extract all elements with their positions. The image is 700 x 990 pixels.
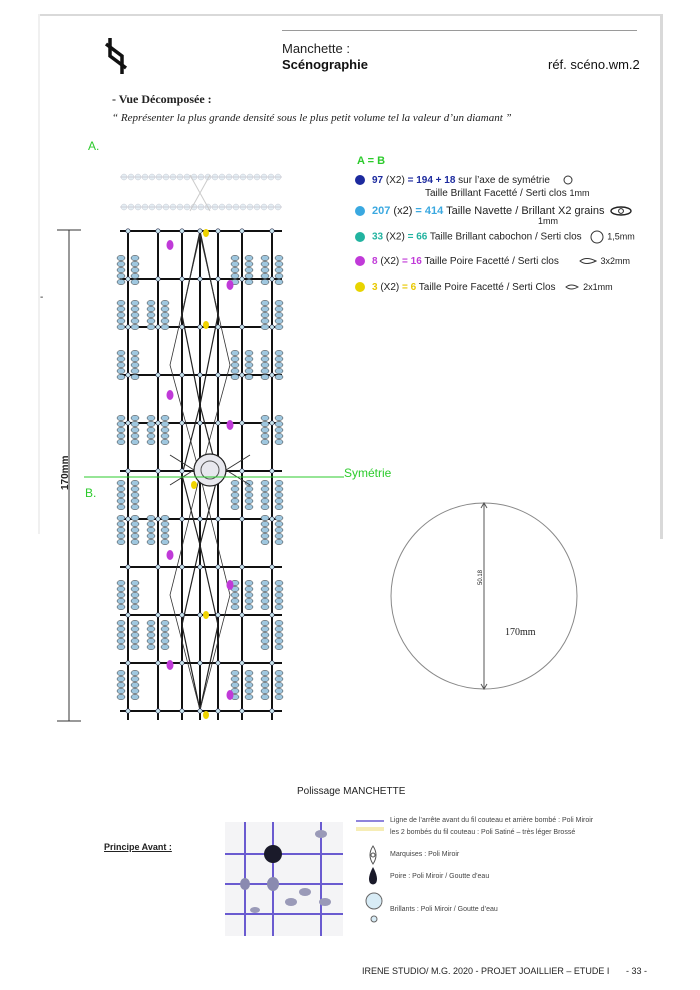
round-gem-icon — [563, 175, 573, 185]
header-rule — [282, 30, 637, 31]
teal-dot-icon — [355, 232, 365, 242]
circle-label: 170mm — [505, 627, 536, 638]
manchette-drawing — [116, 173, 284, 720]
symmetry-label: Symétrie — [344, 466, 392, 480]
principe-avant-label: Principe Avant : — [104, 842, 172, 852]
pear-gem-icon — [578, 258, 597, 265]
header-title-line1: Manchette : — [282, 41, 350, 56]
yellow-dot-icon — [355, 282, 365, 293]
polish-line-swatches — [356, 820, 384, 831]
legend-item-sub: Taille Brillant Facetté / Serti clos 1mm — [425, 188, 590, 199]
footer-text: IRENE STUDIO/ M.G. 2020 - PROJET JOAILLI… — [362, 966, 610, 976]
studio-logo — [104, 38, 128, 74]
principe-avant-detail — [225, 822, 343, 936]
polish-line1: Ligne de l’arrête avant du fil couteau e… — [390, 817, 594, 824]
cabochon-icon — [590, 230, 604, 244]
polish-poire: Poire : Poli Miroir / Goutte d’eau — [390, 873, 490, 880]
page-frame-right — [660, 14, 663, 539]
eye-navette-icon — [609, 206, 632, 216]
legend-item: 97 (X2) = 194 + 18 sur l’axe de symétrie — [355, 175, 573, 186]
polish-title: Polissage MANCHETTE — [297, 786, 406, 797]
page-number: - 33 - — [626, 966, 648, 976]
legend-item: 33 (X2) = 66 Taille Brillant cabochon / … — [355, 230, 635, 244]
page-frame-left — [38, 14, 40, 534]
polish-brillants: Brillants : Poli Miroir / Goutte d’eau — [390, 906, 498, 913]
light-blue-dot-icon — [355, 206, 365, 217]
brilliant-icon — [365, 892, 383, 923]
height-dimension-line — [57, 229, 81, 722]
blue-dot-icon — [355, 175, 365, 186]
wrist-circle — [390, 502, 578, 690]
polish-line2: les 2 bombés du fil couteau : Poli Satin… — [390, 829, 576, 836]
label-a: A. — [88, 139, 100, 153]
section-heading: - Vue Décomposée : — [112, 92, 212, 106]
side-mark: - — [40, 292, 44, 303]
legend-item: 8 (X2) = 16 Taille Poire Facetté / Serti… — [355, 256, 630, 267]
circle-diameter-value: 50.18 — [478, 569, 484, 585]
legend-item: 207 (x2) = 414 Taille Navette / Brillant… — [355, 205, 632, 217]
height-label: 170mm — [60, 455, 71, 490]
small-pear-icon — [565, 284, 580, 290]
marquise-icon — [369, 845, 377, 865]
polish-marquises: Marquises : Poli Miroir — [390, 851, 460, 858]
label-b: B. — [85, 486, 97, 500]
page-frame-top — [38, 14, 662, 16]
legend-item-sub: 1mm — [538, 216, 558, 226]
header-reference: réf. scéno.wm.2 — [548, 57, 640, 72]
legend-title: A = B — [357, 155, 386, 167]
legend-item: 3 (X2) = 6 Taille Poire Facetté / Serti … — [355, 282, 613, 293]
symmetry-line — [84, 476, 344, 478]
header-title-line2: Scénographie — [282, 57, 368, 72]
pear-drop-icon — [369, 867, 377, 885]
magenta-dot-icon — [355, 256, 365, 267]
section-quote: “ Représenter la plus grande densité sou… — [112, 112, 512, 124]
